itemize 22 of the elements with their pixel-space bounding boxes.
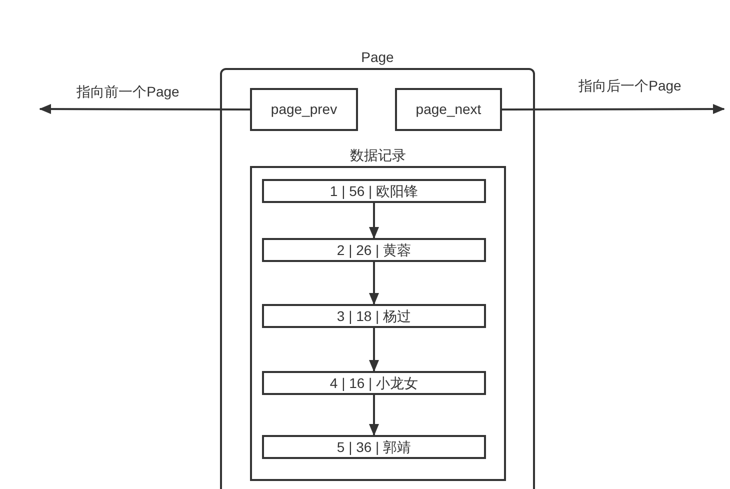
record-box bbox=[262, 435, 486, 459]
record-text: 2 | 26 | 黄蓉 bbox=[336, 240, 412, 260]
record-text: page_next bbox=[416, 100, 482, 119]
arrow bbox=[39, 104, 250, 114]
record-text: 1 | 56 | 欧阳锋 bbox=[330, 182, 418, 201]
arrow bbox=[369, 328, 379, 372]
box-heading: Page bbox=[360, 48, 395, 67]
arrow bbox=[369, 262, 379, 305]
arrow bbox=[369, 203, 379, 239]
record-text: 5 | 36 | 郭靖 bbox=[336, 438, 412, 457]
record-box bbox=[262, 304, 486, 328]
record-box bbox=[250, 88, 358, 131]
record-box bbox=[395, 88, 502, 131]
record-box bbox=[262, 179, 486, 203]
record-text: page_prev bbox=[270, 100, 338, 119]
record-box bbox=[262, 371, 486, 395]
arrow bbox=[502, 104, 725, 114]
record-text: 4 | 16 | 小龙女 bbox=[330, 374, 418, 393]
arrow bbox=[369, 395, 379, 436]
record-box bbox=[262, 238, 486, 262]
record-text: 3 | 18 | 杨过 bbox=[336, 306, 412, 326]
box-heading: 数据记录 bbox=[349, 146, 407, 165]
